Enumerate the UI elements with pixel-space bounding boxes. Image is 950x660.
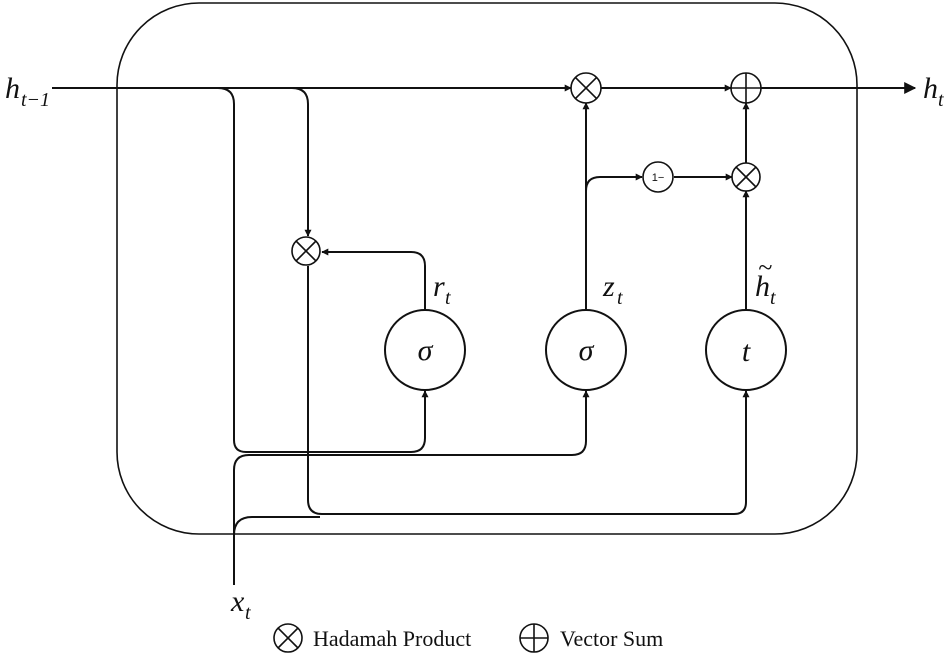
label-h-prev: h t−1 [5, 72, 50, 111]
label-h-out-sub: t [938, 89, 944, 111]
label-z: z t [602, 270, 623, 309]
reset-gate: σ [384, 309, 466, 391]
label-x-base: x [230, 585, 245, 618]
wire-hprev-to-gates-bus [217, 87, 429, 453]
update-gate: σ [545, 309, 627, 391]
label-r-base: r [433, 270, 445, 303]
legend: Hadamah Product Vector Sum [273, 623, 663, 653]
label-h-prev-sub: t−1 [21, 89, 50, 111]
legend-product-label: Hadamah Product [313, 626, 471, 651]
label-x: x t [230, 585, 251, 624]
label-h-out-base: h [923, 72, 938, 105]
reset-product-node [291, 236, 321, 266]
wire-xt-to-reset-and-update [233, 390, 590, 585]
label-h-prev-base: h [5, 72, 20, 105]
label-x-sub: t [245, 602, 251, 624]
one-minus-label: 1− [652, 172, 665, 184]
vector-sum-node [730, 72, 762, 104]
one-minus-node: 1− [642, 161, 674, 193]
label-h-tilde-base: h [755, 270, 770, 303]
label-h-tilde: ~ h t [755, 253, 776, 309]
label-z-sub: t [617, 287, 623, 309]
update-product-node [731, 162, 761, 192]
legend-sum-label: Vector Sum [560, 626, 663, 651]
forget-product-node [570, 72, 602, 104]
reset-gate-symbol: σ [418, 334, 434, 367]
wire-reset-product-to-candidate [307, 266, 750, 515]
circle-plus-icon [519, 623, 549, 653]
circle-times-icon [273, 623, 303, 653]
candidate-gate-symbol: t [742, 335, 751, 368]
label-r-sub: t [445, 287, 451, 309]
wire-reset-gate-to-product [321, 248, 426, 309]
wire-hprev-to-reset-product [291, 87, 312, 237]
label-h-out: h t [923, 72, 944, 111]
cell-boundary [116, 2, 858, 535]
wire-update-gate-to-one-minus [585, 173, 643, 196]
candidate-gate: t [705, 309, 787, 391]
label-h-tilde-sub: t [770, 287, 776, 309]
label-h-tilde-mark: ~ [758, 253, 772, 282]
label-r: r t [433, 270, 451, 309]
wire-xt-to-candidate [233, 516, 320, 536]
update-gate-symbol: σ [579, 334, 595, 367]
label-z-base: z [602, 270, 615, 303]
